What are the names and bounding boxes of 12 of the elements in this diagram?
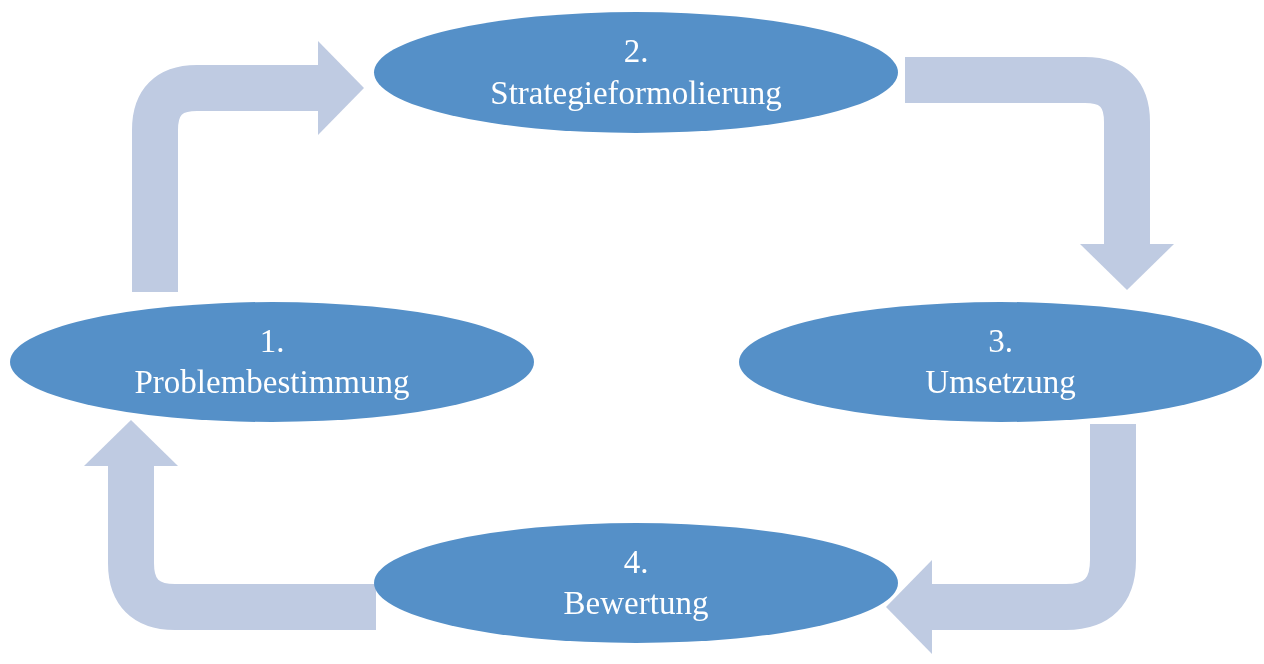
step-label: Strategieformolierung (490, 73, 782, 113)
bent-arrow (886, 424, 1136, 654)
step-label: Problembestimmung (134, 363, 410, 402)
step-number: 4. (623, 542, 649, 582)
step-number: 1. (259, 321, 285, 361)
bent-arrow (905, 57, 1174, 290)
step-label: Umsetzung (925, 363, 1076, 402)
step-number: 2. (623, 32, 649, 72)
step-label: Bewertung (563, 584, 709, 623)
bent-arrow (132, 41, 364, 292)
bent-arrow (84, 420, 376, 630)
step-number: 3. (988, 321, 1013, 361)
